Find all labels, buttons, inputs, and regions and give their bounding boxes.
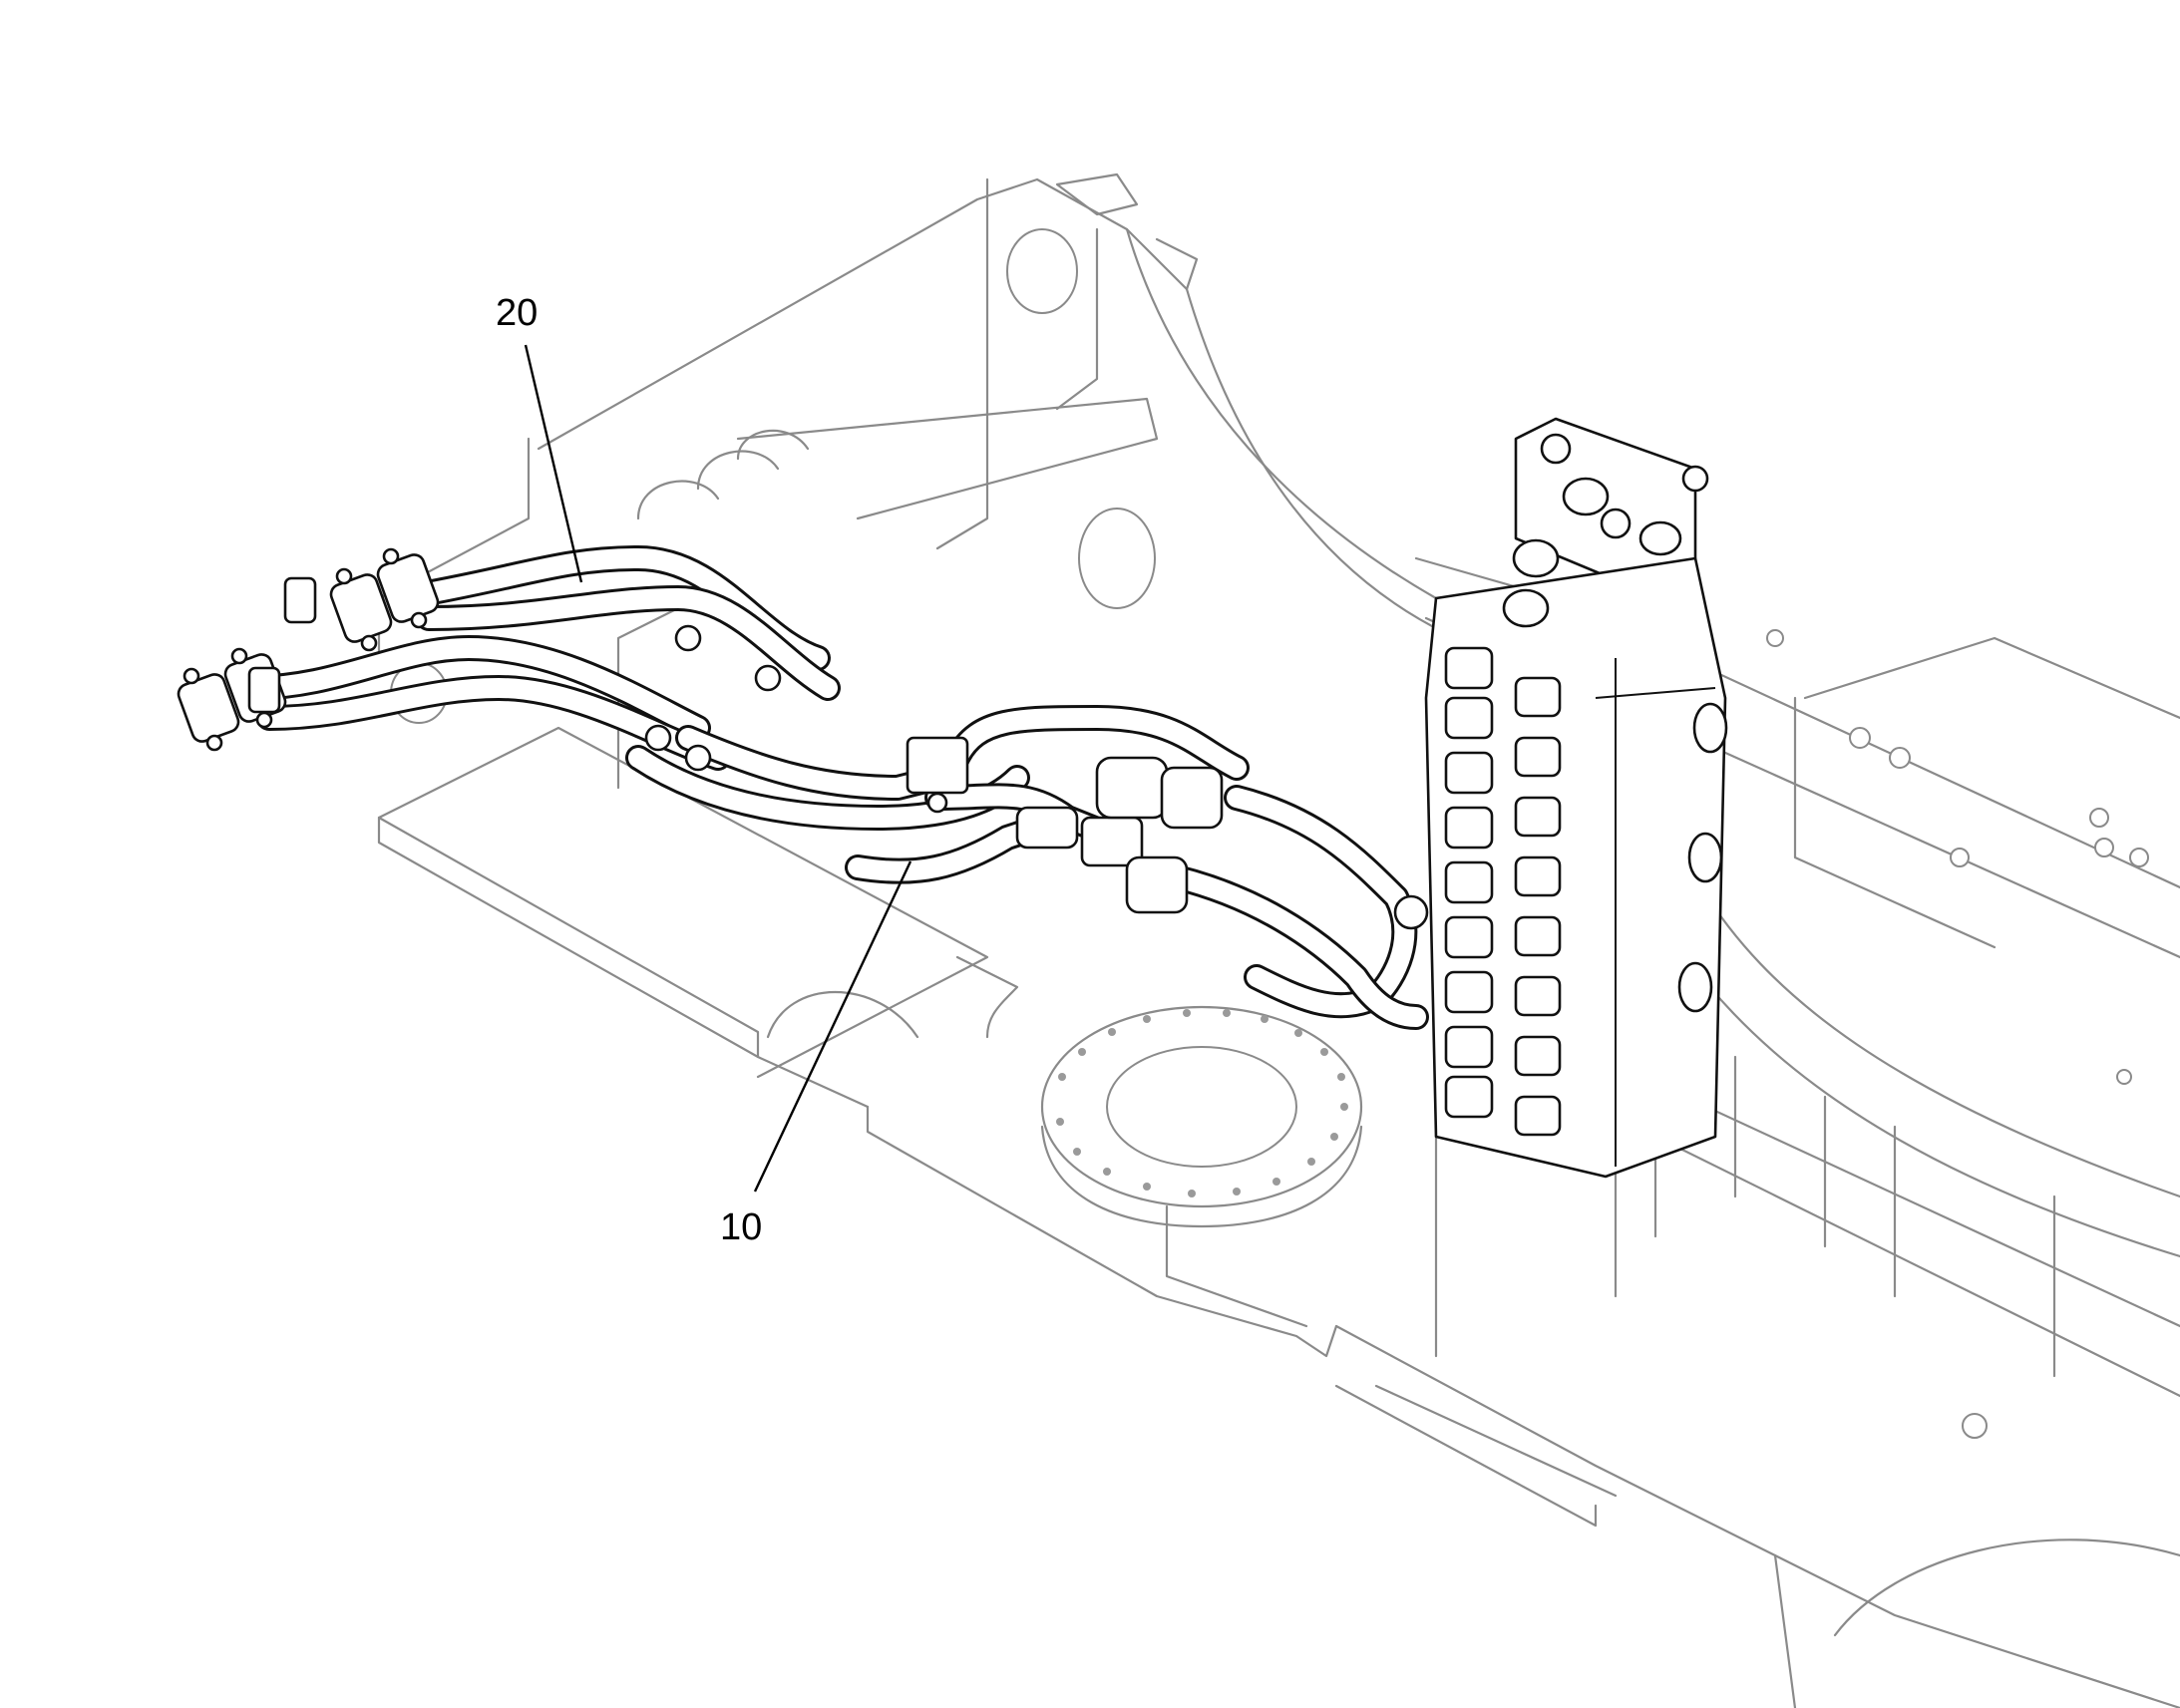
slewing-ring-bolts	[1056, 1009, 1348, 1197]
callout-label-20: 20	[496, 292, 538, 334]
callout-label-10: 10	[720, 1206, 762, 1248]
hose-flange-fittings	[177, 547, 440, 752]
tube-fittings	[644, 624, 1429, 930]
valve-spool-caps	[1444, 646, 1562, 1137]
control-valve-block	[1424, 417, 1728, 1179]
leader-line-10	[753, 860, 912, 1193]
callout-10: 10	[720, 860, 912, 1248]
callout-20: 20	[496, 292, 583, 583]
hose-assembly-10	[625, 624, 1429, 1030]
hose-assembly-20	[177, 545, 841, 771]
leader-line-20	[524, 344, 583, 583]
machine-frame	[377, 172, 2180, 1708]
